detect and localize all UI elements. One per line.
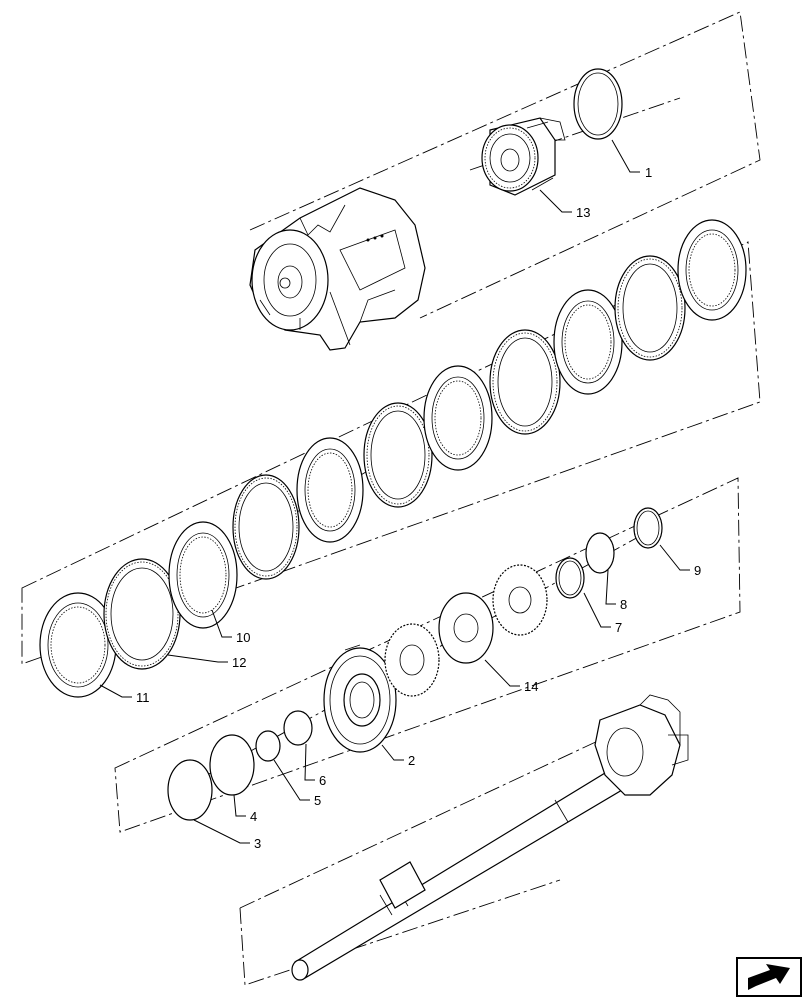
callout-1: 1 — [645, 165, 652, 180]
part-7-ring — [555, 557, 585, 599]
callout-5: 5 — [314, 793, 321, 808]
part-9-ring — [633, 507, 663, 549]
part-6-o-ring — [283, 710, 313, 746]
callout-3: 3 — [254, 836, 261, 851]
boundary-piston-group — [114, 477, 741, 833]
callout-6: 6 — [319, 773, 326, 788]
boundary-housing-group — [249, 11, 761, 319]
part-2-piston — [323, 644, 397, 753]
callout-11: 11 — [136, 690, 150, 705]
disc-stack-remaining — [232, 219, 747, 580]
part-3-o-ring — [167, 759, 213, 821]
part-10-separator — [168, 521, 238, 629]
callout-14: 14 — [524, 679, 538, 694]
lower-o-rings — [167, 710, 313, 821]
callout-13: 13 — [576, 205, 590, 220]
part-4-o-ring — [209, 734, 255, 796]
part-14-spacer-washers — [384, 564, 548, 697]
part-5-o-ring — [255, 730, 281, 762]
callout-4: 4 — [250, 809, 257, 824]
part-8-ring — [585, 532, 615, 574]
callout-10: 10 — [236, 630, 250, 645]
callout-7: 7 — [615, 620, 622, 635]
drive-shaft — [291, 694, 689, 981]
callout-8: 8 — [620, 597, 627, 612]
arrow-navigation-icon[interactable] — [736, 957, 802, 997]
part-13-gear-hub — [481, 117, 566, 196]
group-boundaries — [21, 11, 761, 986]
callout-leaders — [99, 139, 690, 844]
boundary-shaft-group — [239, 739, 601, 986]
callout-labels: 1 2 3 4 5 6 7 8 9 10 11 12 13 14 — [136, 165, 701, 851]
small-seal-rings — [555, 507, 663, 599]
clutch-disc-stack — [39, 219, 747, 698]
part-1-snap-ring — [573, 68, 623, 140]
callout-9: 9 — [694, 563, 701, 578]
callout-12: 12 — [232, 655, 246, 670]
housing-assembly — [249, 187, 426, 351]
callout-2: 2 — [408, 753, 415, 768]
